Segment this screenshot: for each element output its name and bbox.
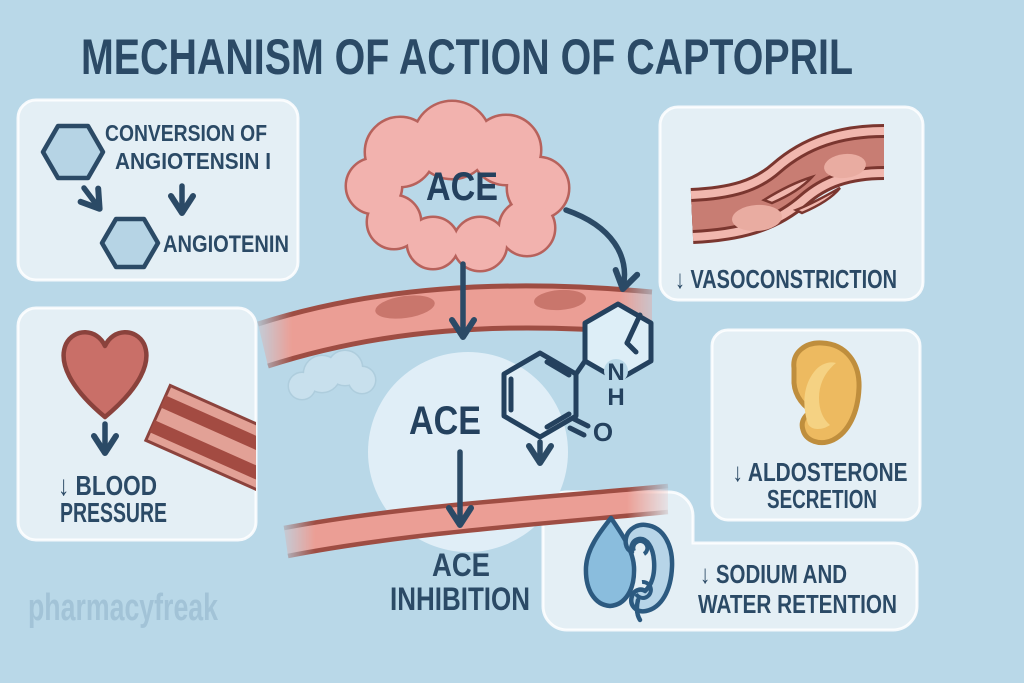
aldosterone-line2: SECRETION — [767, 484, 877, 514]
kidney-icon — [623, 522, 675, 623]
inhibition-line1: ACE — [432, 547, 490, 583]
ace-site-label: ACE — [409, 399, 481, 443]
adrenal-gland-icon — [791, 340, 862, 446]
ace-cloud-icon — [344, 99, 571, 273]
constricted-vessel-icon — [690, 124, 885, 244]
chem-h-label: H — [607, 384, 624, 411]
conversion-line2: ANGIOTENSIN I — [115, 148, 271, 174]
chem-n-label: N — [607, 359, 624, 386]
angiotensin-hexagon-icon — [40, 123, 161, 270]
watermark: pharmacyfreak — [28, 587, 219, 629]
vasoconstriction-label: ↓ VASOCONSTRICTION — [675, 264, 897, 294]
captopril-structure-icon — [501, 301, 654, 440]
chem-n-halo — [604, 359, 628, 383]
page-title: MECHANISM OF ACTION OF CAPTOPRIL — [81, 29, 853, 85]
arrow-hexagon-diagonal — [77, 185, 103, 212]
chem-o-label: O — [593, 417, 613, 447]
blood-pressure-line2: PRESSURE — [60, 497, 167, 528]
aldosterone-line1: ↓ ALDOSTERONE — [733, 457, 908, 487]
blood-vessel-band-lower — [283, 483, 669, 559]
sodium-water-line1: ↓ SODIUM AND — [700, 559, 847, 589]
conversion-line1: CONVERSION OF — [105, 120, 267, 146]
blood-pressure-line1: ↓ BLOOD — [58, 470, 157, 501]
artery-stripe-icon — [143, 383, 256, 496]
cloud-doodle-icon — [287, 349, 377, 401]
angiotenin-label: ANGIOTENIN — [163, 231, 289, 258]
heart-icon — [61, 330, 149, 420]
inhibition-line2: INHIBITION — [390, 581, 530, 617]
sodium-water-line2: WATER RETENTION — [698, 589, 897, 619]
arrow-cloud-to-drug — [563, 207, 641, 292]
ace-cloud-label: ACE — [426, 165, 498, 209]
